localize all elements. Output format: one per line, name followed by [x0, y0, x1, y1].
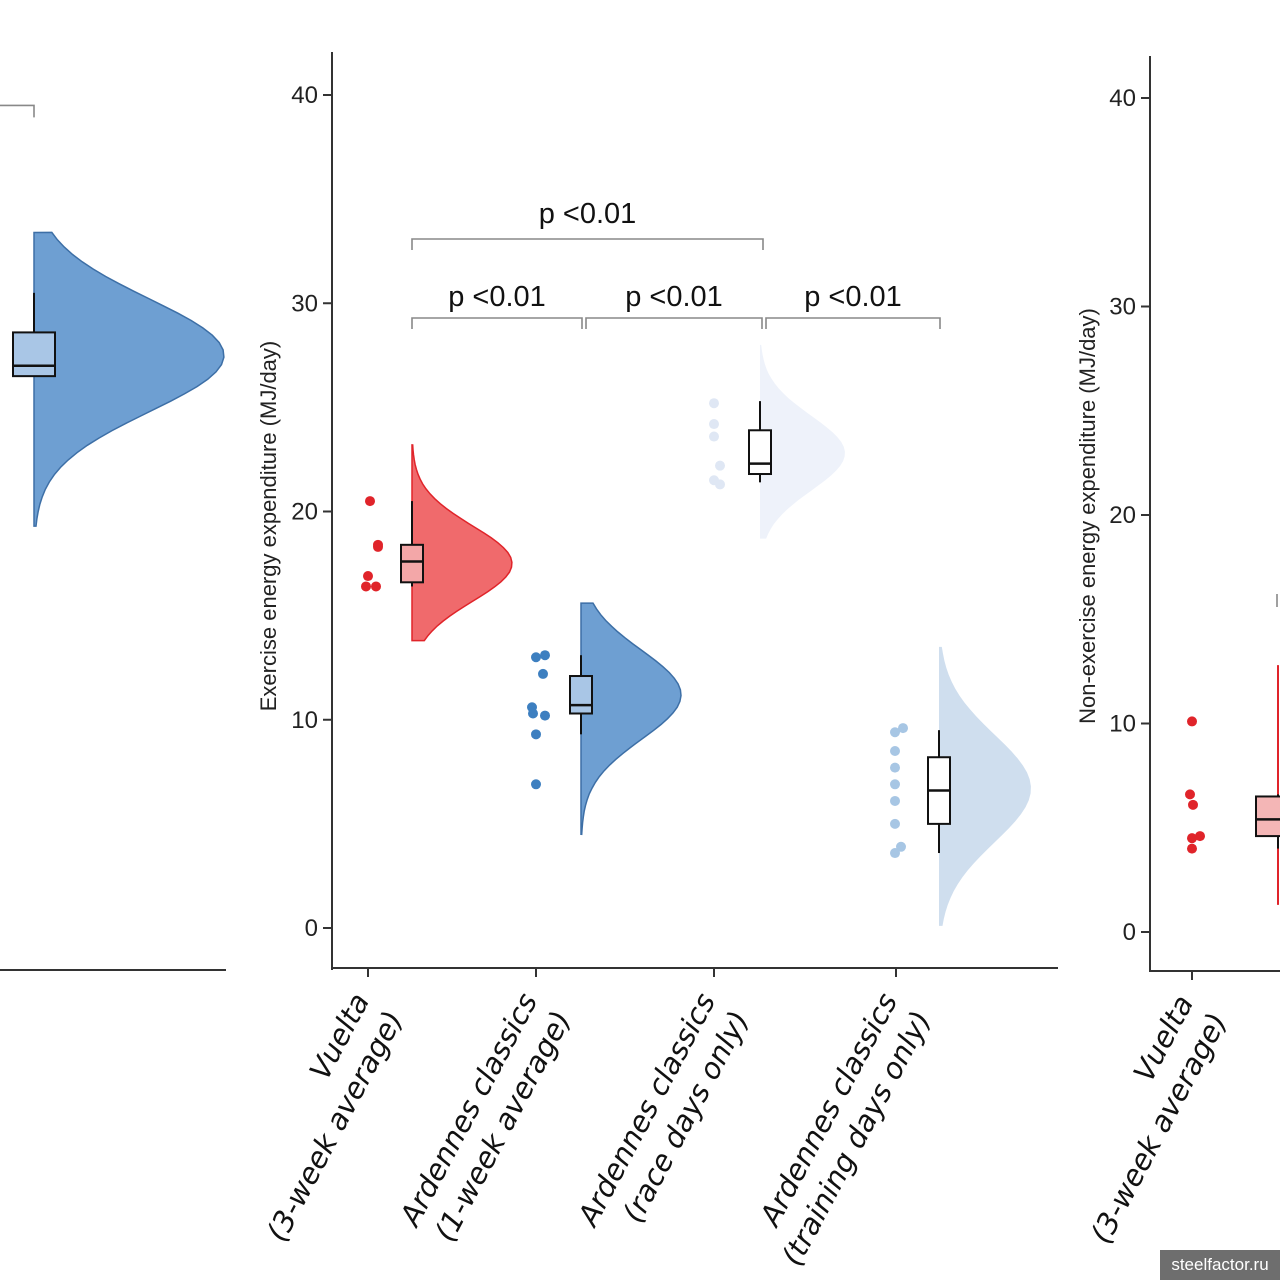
- middle-point-4-8: [896, 841, 906, 852]
- middle-group-2-box: [569, 675, 593, 715]
- middle-point-4-3: [890, 745, 900, 756]
- middle-point-1-3: [373, 541, 383, 552]
- middle-y-tick-label: 40: [291, 82, 318, 109]
- middle-point-3-3: [709, 431, 719, 442]
- right-point-1: [1187, 716, 1197, 727]
- middle-y-tick-label: 30: [291, 290, 318, 317]
- watermark: steelfactor.ru: [1160, 1250, 1280, 1280]
- significance-label-1: p <0.01: [539, 198, 637, 230]
- right-category-label-1: Vuelta(3-week average): [1050, 989, 1234, 1249]
- middle-point-2-3: [538, 668, 548, 679]
- right-y-tick-label: 0: [1123, 919, 1136, 946]
- right-y-tick-label: 20: [1109, 502, 1136, 529]
- left-boxplot-vuelta: [12, 292, 56, 378]
- middle-point-2-8: [531, 779, 541, 790]
- middle-point-3-2: [709, 419, 719, 430]
- middle-y-tick-label: 10: [291, 707, 318, 734]
- middle-point-1-4: [363, 571, 373, 582]
- middle-significance-annotations: p <0.01 p <0.01 p <0.01 p <0.01: [411, 198, 941, 329]
- middle-point-4-9: [890, 848, 900, 859]
- middle-point-1-6: [371, 581, 381, 592]
- middle-point-4-4: [890, 762, 900, 773]
- middle-point-3-4: [715, 460, 725, 471]
- middle-point-3-1: [709, 398, 719, 409]
- middle-distribution-2: [580, 602, 682, 836]
- middle-point-4-6: [890, 795, 900, 806]
- left-significance-bracket: [0, 104, 35, 118]
- middle-category-label-1: Vuelta(3-week average): [226, 987, 410, 1247]
- significance-bracket-1: [411, 238, 764, 250]
- middle-category-label-3: Ardennes classics(race days only): [570, 987, 756, 1250]
- significance-label-4: p <0.01: [804, 281, 902, 313]
- middle-point-1-5: [361, 581, 371, 592]
- middle-y-axis-title: Exercise energy expenditure (MJ/day): [256, 341, 281, 712]
- middle-group-3: [709, 344, 845, 539]
- right-y-ticks: 0 10 20 30 40: [1109, 85, 1150, 946]
- middle-group-3-box: [748, 429, 772, 476]
- middle-group-2: [527, 602, 682, 836]
- right-point-3: [1188, 799, 1198, 810]
- middle-group-1-box: [400, 543, 424, 584]
- significance-label-3: p <0.01: [625, 281, 723, 313]
- right-point-5: [1187, 833, 1197, 844]
- middle-point-1-1: [365, 496, 375, 507]
- right-point-2: [1185, 789, 1195, 800]
- middle-point-4-5: [890, 779, 900, 790]
- right-point-4: [1195, 831, 1205, 842]
- middle-point-4-7: [890, 818, 900, 829]
- middle-point-4-2: [890, 727, 900, 738]
- middle-y-ticks: 0 10 20 30 40: [291, 82, 332, 942]
- significance-bracket-4: [765, 317, 941, 329]
- significance-label-2: p <0.01: [448, 281, 546, 313]
- right-category-labels: Vuelta(3-week average): [1050, 971, 1234, 1249]
- right-y-tick-label: 10: [1109, 711, 1136, 738]
- middle-point-2-2: [531, 652, 541, 663]
- middle-point-2-7: [531, 729, 541, 740]
- middle-point-3-6: [715, 479, 725, 490]
- middle-y-tick-label: 0: [305, 915, 318, 942]
- middle-panel: 0 10 20 30 40 Exercise energy expenditure (M…: [226, 52, 1058, 1271]
- right-groups: [1185, 665, 1280, 905]
- significance-bracket-2: [411, 317, 583, 329]
- middle-point-4-1: [898, 723, 908, 734]
- left-vuelta-box: [12, 331, 56, 378]
- right-point-6: [1187, 843, 1197, 854]
- middle-group-1: [361, 444, 513, 642]
- middle-distribution-3: [760, 344, 845, 539]
- right-panel: 0 10 20 30 40 Non-exercise energy expenditur…: [1050, 56, 1280, 1249]
- middle-point-2-6: [528, 708, 538, 719]
- middle-distribution-4: [939, 646, 1031, 926]
- significance-bracket-3: [585, 317, 763, 329]
- middle-point-2-1: [540, 650, 550, 661]
- middle-category-label-2: Ardennes classics(1-week average): [392, 987, 578, 1250]
- right-y-tick-label: 30: [1109, 294, 1136, 321]
- right-y-axis-title: Non-exercise energy expenditure (MJ/day): [1075, 308, 1100, 724]
- middle-category-label-4: Ardennes classics(training days only): [741, 987, 938, 1271]
- right-box: [1255, 795, 1280, 838]
- middle-category-labels: Vuelta(3-week average)Ardennes classics(…: [226, 968, 938, 1271]
- middle-y-tick-label: 20: [291, 499, 318, 526]
- middle-group-4: [890, 646, 1031, 926]
- left-panel: [0, 104, 226, 971]
- right-y-tick-label: 40: [1109, 85, 1136, 112]
- middle-distribution-1: [411, 444, 513, 642]
- middle-groups: [361, 344, 1031, 926]
- left-distribution-vuelta: [33, 231, 225, 527]
- middle-point-2-5: [540, 710, 550, 721]
